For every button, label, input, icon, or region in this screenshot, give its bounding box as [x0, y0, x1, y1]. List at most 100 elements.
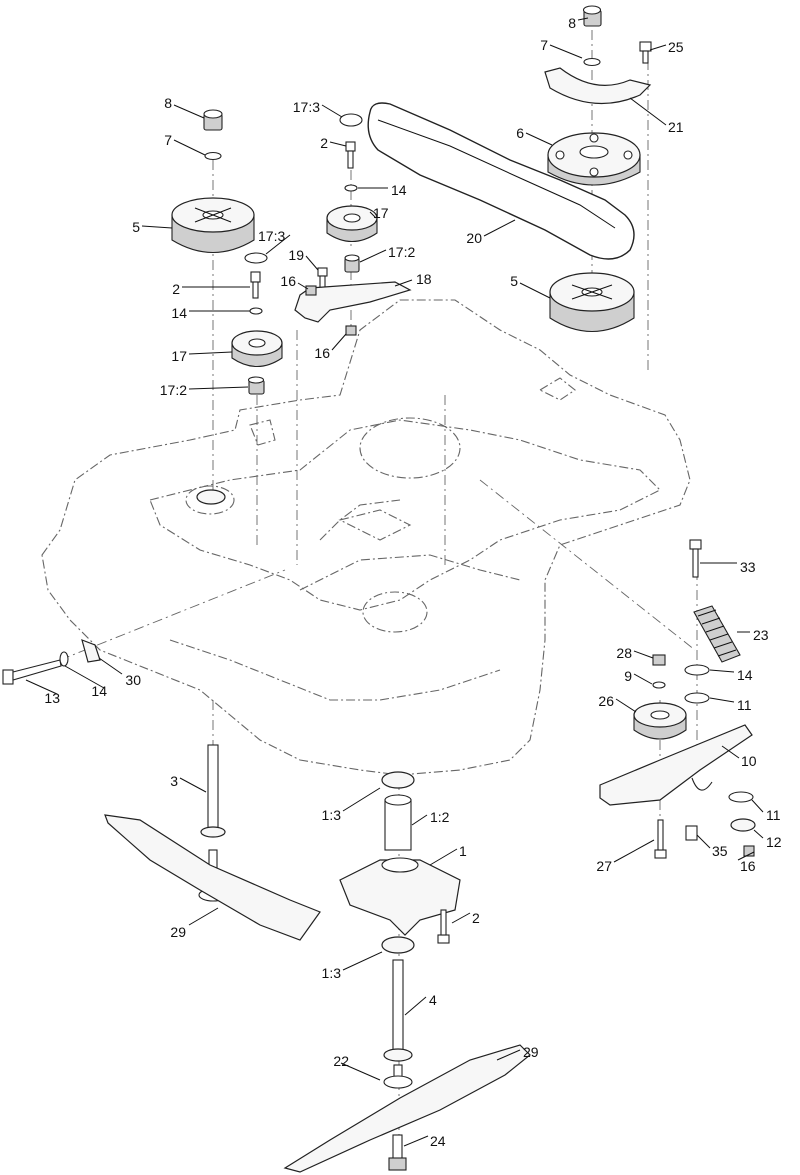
callout-leader-line — [342, 951, 383, 971]
callout-leader-line — [633, 673, 653, 685]
callout-leader-line — [737, 851, 755, 861]
bolt-icon — [388, 1134, 407, 1171]
callout-label: 27 — [596, 858, 612, 874]
callout-label: 6 — [516, 125, 524, 141]
callout-leader-line — [340, 1062, 381, 1081]
pulley-icon — [549, 272, 635, 333]
washer-icon — [204, 151, 222, 161]
washer-icon — [684, 692, 710, 704]
callout-leader-line — [25, 679, 58, 695]
callout-leader-line — [305, 255, 319, 271]
callout-leader-line — [753, 829, 764, 839]
callout-leader-line — [519, 282, 551, 299]
callout-label: 11 — [737, 697, 752, 713]
pulley-icon — [231, 330, 283, 368]
idler-arm-assembly — [599, 539, 756, 859]
washer-icon — [728, 791, 754, 803]
callout-label: 16 — [280, 273, 296, 289]
callout-leader-line — [188, 386, 249, 390]
spacer-icon — [685, 825, 698, 841]
callout-leader-line — [721, 745, 740, 759]
callout-leader-line — [265, 234, 291, 255]
callout-leader-line — [483, 219, 516, 237]
bolt-icon — [437, 909, 450, 944]
washer-icon — [652, 681, 666, 689]
callout-leader-line — [709, 697, 735, 703]
bushing-icon — [730, 818, 756, 832]
callout-label: 7 — [540, 37, 548, 53]
washer-icon — [339, 113, 363, 127]
callout-leader-line — [404, 996, 427, 1016]
callout-label: 14 — [171, 305, 187, 321]
nut-icon — [652, 654, 666, 666]
bolt-icon — [345, 141, 356, 169]
callout-leader-line — [629, 97, 667, 126]
callout-label: 22 — [333, 1053, 349, 1069]
callout-label: 14 — [391, 182, 407, 198]
callout-leader-line — [649, 44, 667, 51]
washer-icon — [344, 184, 358, 192]
callout-leader-line — [549, 44, 583, 59]
bearing-icon — [381, 936, 415, 954]
callout-label: 17:3 — [293, 99, 320, 115]
left-hardware — [2, 639, 101, 685]
callout-label: 10 — [741, 753, 757, 769]
washer-icon — [59, 651, 69, 667]
callout-label: 35 — [712, 843, 728, 859]
washer-icon — [244, 252, 268, 264]
bolt-icon — [654, 819, 667, 859]
callout-leader-line — [173, 104, 205, 119]
callout-label: 17:2 — [160, 382, 187, 398]
callout-label: 2 — [320, 135, 328, 151]
callout-label: 29 — [170, 924, 186, 940]
spring-icon — [693, 605, 741, 663]
callout-leader-line — [696, 834, 711, 849]
callout-label: 28 — [616, 645, 632, 661]
right-pulley-assembly — [544, 5, 652, 333]
callout-label: 1:2 — [430, 809, 450, 825]
callout-label: 8 — [164, 95, 172, 111]
callout-leader-line — [359, 249, 387, 263]
nut-icon — [305, 285, 317, 296]
callout-leader-line — [64, 665, 105, 689]
idler-arm-icon — [599, 724, 753, 806]
callout-label: 3 — [170, 773, 178, 789]
callout-label: 25 — [668, 39, 684, 55]
callout-leader-line — [615, 698, 637, 713]
callout-leader-line — [525, 132, 553, 146]
callout-label: 11 — [766, 807, 781, 823]
nut-icon — [203, 109, 223, 131]
callout-label: 14 — [91, 683, 107, 699]
bracket-icon — [294, 281, 412, 323]
callout-leader-line — [297, 282, 309, 290]
callout-label: 29 — [523, 1044, 539, 1060]
callout-leader-line — [577, 17, 589, 21]
callout-label: 12 — [766, 834, 782, 850]
callout-label: 21 — [668, 119, 684, 135]
callout-leader-line — [179, 777, 207, 793]
callout-leader-line — [331, 333, 347, 351]
left-pulley-assembly — [171, 109, 283, 505]
washer-icon — [249, 307, 263, 315]
callout-label: 7 — [164, 132, 172, 148]
blade-icon — [104, 814, 321, 941]
callout-leader-line — [394, 279, 413, 287]
bushing-icon — [247, 376, 265, 395]
callout-label: 14 — [737, 667, 753, 683]
callout-label: 2 — [172, 281, 180, 297]
callout-leader-line — [633, 650, 654, 659]
nut-icon — [582, 5, 602, 27]
callout-leader-line — [98, 657, 123, 675]
callout-label: 23 — [753, 627, 769, 643]
callout-label: 4 — [429, 992, 437, 1008]
callout-label: 2 — [472, 910, 480, 926]
callout-label: 33 — [740, 559, 756, 575]
callout-leader-line — [369, 211, 377, 219]
pulley-icon — [633, 702, 687, 740]
center-idler-assembly — [294, 113, 412, 336]
callout-leader-line — [411, 814, 428, 826]
callout-label: 24 — [430, 1133, 446, 1149]
callout-label: 1 — [459, 843, 467, 859]
callout-label: 5 — [510, 273, 518, 289]
